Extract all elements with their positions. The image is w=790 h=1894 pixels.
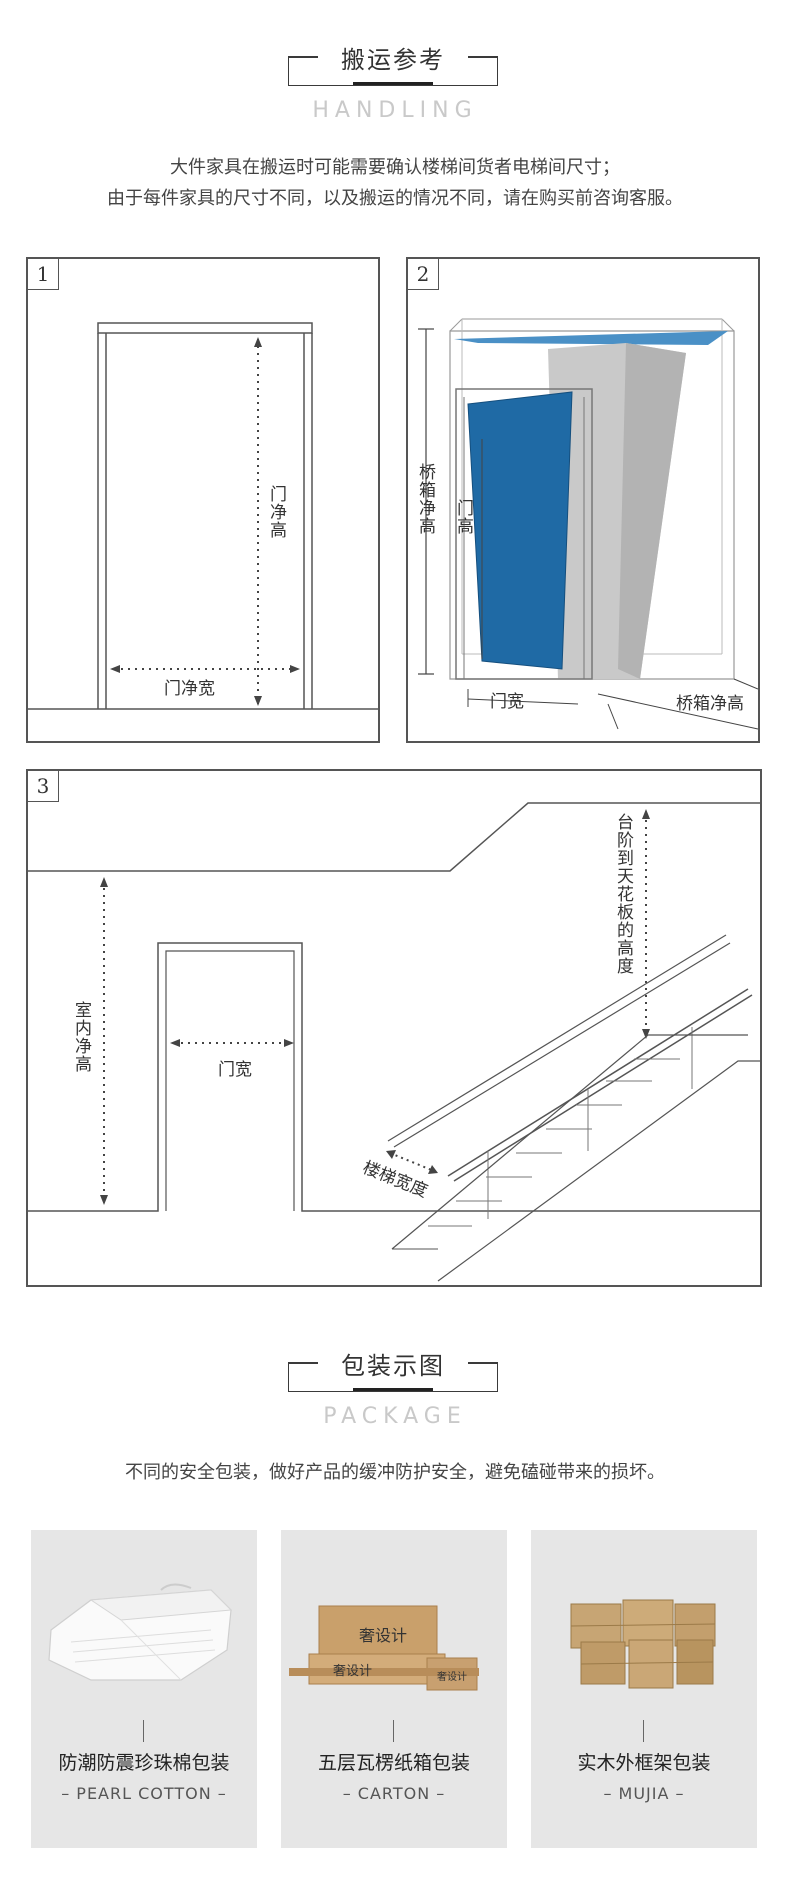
diagram-door: 1 门净高 门净宽 bbox=[26, 257, 380, 743]
carton-en: – CARTON – bbox=[342, 1784, 446, 1803]
label-cabin-clear-height: 桥箱净高 bbox=[415, 463, 435, 535]
diagram-staircase: 3 室内净高 门宽 台阶到天花板的高度 楼梯宽度 bbox=[26, 769, 762, 1287]
diagram-number-2: 2 bbox=[408, 259, 439, 290]
handling-title: 搬运参考 bbox=[318, 40, 468, 75]
card-divider bbox=[643, 1720, 644, 1742]
card-divider bbox=[393, 1720, 394, 1742]
label-door-clear-height: 门净高 bbox=[266, 485, 286, 539]
mujia-en: – MUJIA – bbox=[603, 1784, 685, 1803]
pearl-cotton-image bbox=[48, 1583, 233, 1681]
diagram-elevator: 2 桥箱净高 门高 门宽 桥箱净高 bbox=[406, 257, 760, 743]
carton-brand-text-top: 奢设计 bbox=[359, 1626, 408, 1645]
header-underline bbox=[353, 82, 433, 85]
label-room-clear-height: 室内净高 bbox=[71, 1001, 91, 1073]
package-header: 包装示图 PACKAGE bbox=[0, 1346, 790, 1452]
elevator-drawing bbox=[418, 318, 758, 730]
header-underline bbox=[353, 1388, 433, 1391]
package-intro: 不同的安全包装，做好产品的缓冲防护安全，避免磕碰带来的损坏。 bbox=[125, 1462, 665, 1483]
card-divider bbox=[143, 1720, 144, 1742]
diagram-number-1: 1 bbox=[28, 259, 59, 290]
pearl-cotton-en: – PEARL COTTON – bbox=[61, 1784, 227, 1803]
label-step-to-ceiling-height: 台阶到天花板的高度 bbox=[613, 813, 633, 975]
wooden-frame-image bbox=[570, 1599, 716, 1689]
label-door-clear-width: 门净宽 bbox=[164, 679, 215, 699]
label-cabin-depth: 桥箱净高 bbox=[676, 694, 744, 714]
label-door-width: 门宽 bbox=[490, 692, 524, 712]
package-card-carton: 奢设计 奢设计 奢设计 五层瓦楞纸箱包装 – CARTON – bbox=[281, 1530, 507, 1848]
diagram-number-3: 3 bbox=[28, 771, 59, 802]
handling-subtitle: HANDLING bbox=[312, 98, 478, 123]
label-door-height: 门高 bbox=[453, 499, 473, 535]
door-drawing bbox=[28, 322, 378, 710]
package-card-mujia: 实木外框架包装 – MUJIA – bbox=[531, 1530, 757, 1848]
handling-intro-line-1: 大件家具在搬运时可能需要确认楼梯间货者电梯间尺寸； bbox=[170, 157, 620, 178]
label-stair-door-width: 门宽 bbox=[218, 1060, 252, 1080]
mujia-label: 实木外框架包装 bbox=[577, 1752, 711, 1774]
pearl-cotton-label: 防潮防震珍珠棉包装 bbox=[58, 1752, 230, 1774]
carton-label: 五层瓦楞纸箱包装 bbox=[317, 1752, 470, 1774]
package-title: 包装示图 bbox=[318, 1346, 468, 1381]
package-subtitle: PACKAGE bbox=[323, 1404, 467, 1429]
package-card-pearl-cotton: 防潮防震珍珠棉包装 – PEARL COTTON – bbox=[31, 1530, 257, 1848]
carton-brand-text-middle: 奢设计 bbox=[333, 1664, 373, 1679]
carton-image bbox=[289, 1605, 479, 1691]
carton-brand-text-small: 奢设计 bbox=[437, 1672, 467, 1683]
staircase-drawing bbox=[28, 802, 760, 1282]
handling-intro: 大件家具在搬运时可能需要确认楼梯间货者电梯间尺寸； 由于每件家具的尺寸不同，以及… bbox=[0, 152, 790, 214]
handling-intro-line-2: 由于每件家具的尺寸不同，以及搬运的情况不同，请在购买前咨询客服。 bbox=[107, 188, 683, 209]
handling-header: 搬运参考 HANDLING bbox=[0, 40, 790, 146]
